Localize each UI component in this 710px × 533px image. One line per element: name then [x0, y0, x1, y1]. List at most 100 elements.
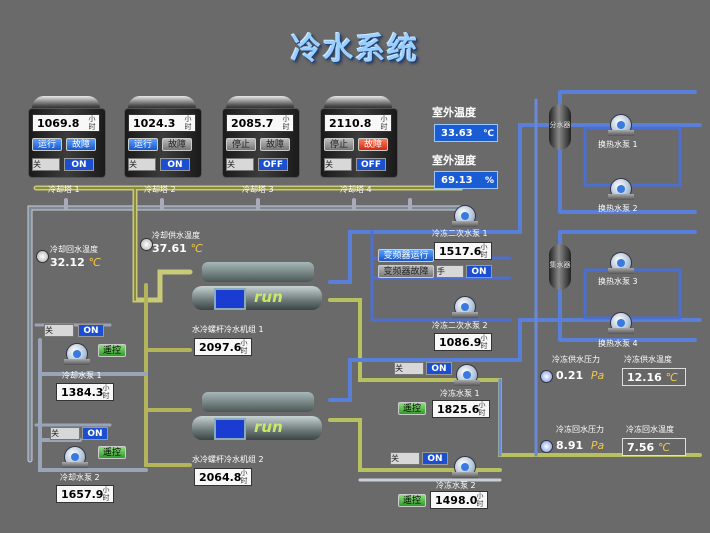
chiller-2[interactable]: run: [192, 392, 332, 450]
tower-state: OFF: [356, 158, 386, 171]
frozen-pump-state: ON: [422, 452, 448, 465]
cooling-pump-switch[interactable]: 关: [44, 324, 74, 337]
tower-fan-cap: [32, 96, 100, 110]
chiller-run-text: run: [254, 288, 283, 306]
distributor-vessel: 分水器: [549, 104, 571, 150]
tower-run-button[interactable]: 运行: [128, 138, 158, 151]
cooling-pump-label: 冷却水泵 1: [62, 371, 102, 380]
frozen-pump-switch[interactable]: 关: [394, 362, 424, 375]
remote-button[interactable]: 遥控: [98, 446, 126, 459]
inverter-switch[interactable]: 手: [436, 265, 464, 278]
return-temp-label: 冷冻回水温度: [626, 425, 674, 434]
pump-icon[interactable]: [452, 205, 478, 227]
cooling-return-label: 冷却回水温度: [50, 245, 98, 254]
chiller-compressor: [202, 392, 314, 412]
remote-button[interactable]: 遥控: [398, 402, 426, 415]
cooling-return-value: 32.12 ℃: [50, 256, 101, 269]
tower-run-button[interactable]: 停止: [324, 138, 354, 151]
outdoor-temp-label: 室外温度: [432, 106, 476, 119]
page-title: 冷水系统: [291, 32, 419, 67]
tower-switch[interactable]: 关: [226, 158, 254, 171]
tower-switch[interactable]: 关: [324, 158, 352, 171]
remote-button[interactable]: 遥控: [98, 344, 126, 357]
pump-icon[interactable]: [608, 312, 634, 334]
chiller-1[interactable]: run: [192, 262, 332, 320]
inverter-state: ON: [466, 265, 492, 278]
frozen-pump-state: ON: [426, 362, 452, 375]
pump-icon[interactable]: [608, 114, 634, 136]
tower-run-button[interactable]: 停止: [226, 138, 256, 151]
frozen-pump-label: 冷冻水泵 1: [440, 389, 480, 398]
secondary-pump-label: 冷冻二次水泵 1: [432, 229, 488, 238]
tower-fault-button[interactable]: 故障: [358, 138, 388, 151]
tower-switch[interactable]: 关: [32, 158, 60, 171]
pump-icon[interactable]: [608, 178, 634, 200]
frozen-pump-switch[interactable]: 关: [390, 452, 420, 465]
return-temp-value: 7.56 ℃: [622, 438, 686, 456]
outdoor-humidity-value: 69.13%: [434, 171, 498, 189]
chiller-window: [214, 288, 246, 310]
tower-label: 冷却塔 1: [48, 185, 80, 194]
supply-pressure-value: 0.21 Pa: [556, 369, 605, 382]
gauge-icon: [36, 250, 49, 263]
pump-icon[interactable]: [452, 456, 478, 478]
pump-icon[interactable]: [452, 296, 478, 318]
inverter-run-button[interactable]: 变频器运行: [378, 249, 434, 262]
tower-fault-button[interactable]: 故障: [66, 138, 96, 151]
tower-fan-cap: [128, 96, 196, 110]
cooling-pump-switch[interactable]: 关: [50, 427, 80, 440]
remote-button[interactable]: 遥控: [398, 494, 426, 507]
inverter-fault-button[interactable]: 变频器故障: [378, 265, 434, 278]
supply-temp-value: 12.16 ℃: [622, 368, 686, 386]
tower-state: ON: [64, 158, 94, 171]
supply-temp-label: 冷冻供水温度: [624, 355, 672, 364]
gauge-icon: [540, 440, 553, 453]
secondary-pump-label: 冷冻二次水泵 2: [432, 321, 488, 330]
hx-pump-label: 换热水泵 4: [598, 339, 638, 348]
gauge-icon: [140, 238, 153, 251]
chiller-shell: [192, 416, 322, 440]
hx-pump-label: 换热水泵 2: [598, 204, 638, 213]
tower-label: 冷却塔 4: [340, 185, 372, 194]
tower-switch[interactable]: 关: [128, 158, 156, 171]
tower-run-button[interactable]: 运行: [32, 138, 62, 151]
pump-icon[interactable]: [608, 252, 634, 274]
tower-fault-button[interactable]: 故障: [260, 138, 290, 151]
supply-pressure-label: 冷冻供水压力: [552, 355, 600, 364]
chiller-label: 水冷螺杆冷水机组 2: [192, 455, 264, 464]
gauge-icon: [540, 370, 553, 383]
return-pressure-value: 8.91 Pa: [556, 439, 605, 452]
pump-icon[interactable]: [454, 364, 480, 386]
hx-pump-label: 换热水泵 3: [598, 277, 638, 286]
tower-fault-button[interactable]: 故障: [162, 138, 192, 151]
chiller-run-text: run: [254, 418, 283, 436]
return-pressure-label: 冷冻回水压力: [556, 425, 604, 434]
outdoor-temp-value: 33.63℃: [434, 124, 498, 142]
tower-state: OFF: [258, 158, 288, 171]
tower-label: 冷却塔 2: [144, 185, 176, 194]
cooling-supply-value: 37.61 ℃: [152, 242, 203, 255]
hx-pump-label: 换热水泵 1: [598, 140, 638, 149]
pump-icon[interactable]: [62, 446, 88, 468]
cooling-pump-state: ON: [82, 427, 108, 440]
cooling-pump-label: 冷却水泵 2: [60, 473, 100, 482]
pump-icon[interactable]: [64, 343, 90, 365]
collector-vessel: 集水器: [549, 244, 571, 290]
tower-state: ON: [160, 158, 190, 171]
